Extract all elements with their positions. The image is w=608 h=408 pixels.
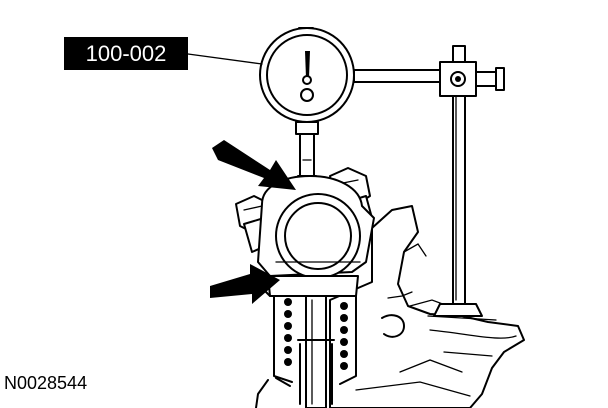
valve-spring-assembly — [261, 275, 359, 408]
valve-stem — [305, 295, 327, 408]
callout-leader-line — [187, 53, 263, 65]
dial-indicator-stand — [353, 45, 505, 321]
valve-spring-coils-right — [340, 302, 348, 370]
figure-number: N0028544 — [4, 373, 87, 393]
arrow-upper-icon — [212, 140, 296, 190]
dial-needle — [305, 51, 310, 78]
arrow-lower-icon — [210, 264, 280, 304]
cylinder-head-casting — [255, 205, 525, 408]
revolution-counter-dial — [300, 88, 314, 102]
tool-callout: 100-002 — [64, 37, 263, 70]
valve-spring-coils-left — [284, 298, 292, 366]
callout-box — [64, 37, 188, 70]
tool-number-label: 100-002 — [86, 41, 167, 66]
